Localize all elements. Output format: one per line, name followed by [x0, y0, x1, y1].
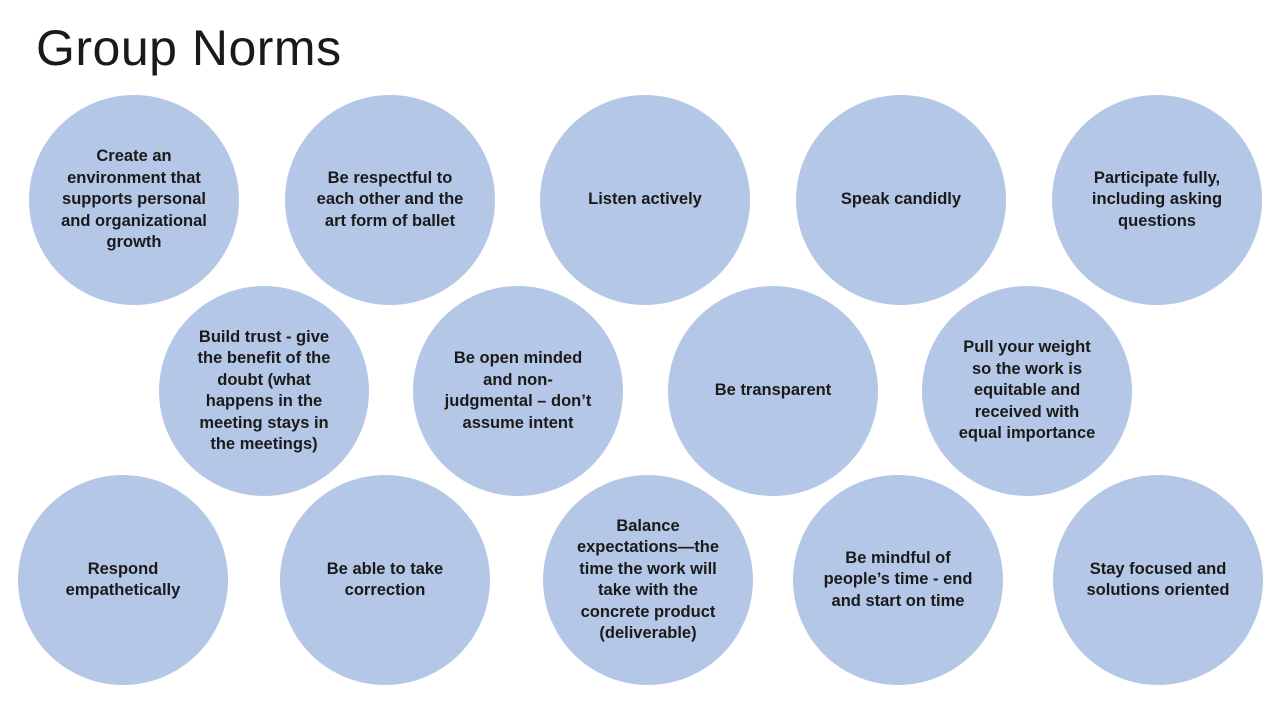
norm-circle-respectful: Be respectful to each other and the art …: [285, 95, 495, 305]
norm-text: Create an environment that supports pers…: [61, 147, 207, 252]
norm-circle-environment: Create an environment that supports pers…: [29, 95, 239, 305]
norm-circle-empathetic: Respond empathetically: [18, 475, 228, 685]
norm-text: Respond empathetically: [65, 559, 181, 600]
norm-text: Listen actively: [588, 190, 702, 209]
norm-text: Be able to take correction: [326, 559, 444, 600]
norm-text: Balance expectations—the time the work w…: [576, 516, 720, 643]
norm-text: Be mindful of people’s time - end and st…: [823, 548, 973, 610]
norm-circle-transparent: Be transparent: [668, 286, 878, 496]
norm-text: Participate fully, including asking ques…: [1091, 168, 1223, 230]
slide-title: Group Norms: [36, 20, 342, 76]
norm-circle-balance: Balance expectations—the time the work w…: [543, 475, 753, 685]
norm-text: Speak candidly: [840, 190, 962, 209]
norm-text: Build trust - give the benefit of the do…: [197, 327, 331, 454]
norm-circle-correction: Be able to take correction: [280, 475, 490, 685]
norm-text: Be open minded and non-judgmental – don’…: [444, 349, 592, 432]
norm-text: Be transparent: [714, 381, 832, 400]
norm-text: Stay focused and solutions oriented: [1086, 559, 1230, 600]
norm-circle-mindful-time: Be mindful of people’s time - end and st…: [793, 475, 1003, 685]
norm-circle-participate: Participate fully, including asking ques…: [1052, 95, 1262, 305]
norm-circle-trust: Build trust - give the benefit of the do…: [159, 286, 369, 496]
norm-circle-open-minded: Be open minded and non-judgmental – don’…: [413, 286, 623, 496]
norm-circle-pull-weight: Pull your weight so the work is equitabl…: [922, 286, 1132, 496]
norm-circle-listen: Listen actively: [540, 95, 750, 305]
norm-circle-speak: Speak candidly: [796, 95, 1006, 305]
norm-text: Pull your weight so the work is equitabl…: [958, 338, 1096, 443]
norm-circle-focused: Stay focused and solutions oriented: [1053, 475, 1263, 685]
norm-text: Be respectful to each other and the art …: [316, 168, 464, 230]
